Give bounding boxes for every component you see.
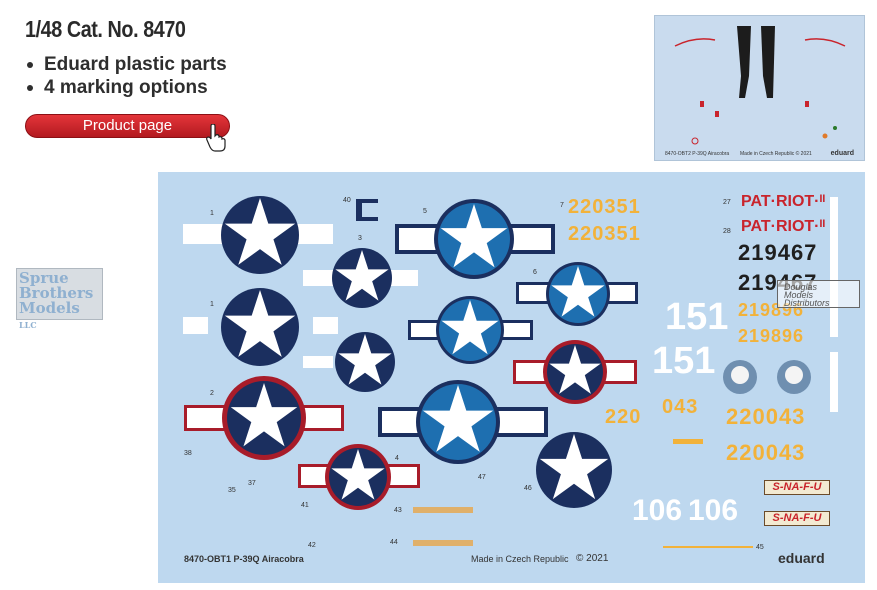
insignia-art <box>183 196 838 548</box>
watermark-line: Brothers <box>19 284 94 302</box>
bullet-icon <box>27 61 33 68</box>
white-number: 151 <box>665 296 729 338</box>
white-number: 106 <box>688 494 739 527</box>
white-number: 106 <box>632 494 683 527</box>
part-number: 2 <box>210 390 214 397</box>
thumbnail-art <box>674 26 846 145</box>
feature-item: Eduard plastic parts <box>25 53 227 76</box>
part-number: 40 <box>343 197 351 204</box>
serial-yellow: 220351 <box>568 223 641 245</box>
watermark-word: Models <box>19 299 80 317</box>
thumbnail-brand: eduard <box>830 150 854 157</box>
part-number: 35 <box>228 487 236 494</box>
serial-yellow: 220351 <box>568 196 641 218</box>
part-number: 28 <box>723 228 731 235</box>
part-number: 27 <box>723 199 731 206</box>
page-title: 1/48 Cat. No. 8470 <box>25 16 186 42</box>
part-number: 43 <box>394 507 402 514</box>
sheet-code: 8470-OBT1 P-39Q Airacobra <box>184 554 304 564</box>
watermark-line: Distributors <box>784 298 830 308</box>
douglas-watermark: Douglas Models Distributors <box>777 280 860 308</box>
yellow-number: 220 <box>605 406 642 428</box>
part-number: 1 <box>210 210 214 217</box>
serial-yellow: 219896 <box>738 326 805 346</box>
sprue-brothers-watermark: Sprue Brothers Models LLC <box>16 268 103 330</box>
bullet-icon <box>27 84 33 91</box>
thumbnail-code: 8470-OBT2 P-39Q Airacobra <box>665 151 730 157</box>
decal-sheet: 220351 220351 PAT·RIOT·ᴵᴵ PAT·RIOT·ᴵᴵ 21… <box>158 172 865 583</box>
thumbnail-made: Made in Czech Republic © 2021 <box>740 151 812 157</box>
feature-list: Eduard plastic parts 4 marking options <box>25 53 227 99</box>
serial-yellow: 220043 <box>726 404 806 429</box>
feature-item: 4 marking options <box>25 76 227 99</box>
watermark-line: Models <box>784 290 814 300</box>
watermark-line: Douglas <box>784 282 818 292</box>
part-number: 37 <box>248 480 256 487</box>
feature-label: Eduard plastic parts <box>44 54 227 75</box>
part-number: 3 <box>358 235 362 242</box>
part-number: 44 <box>390 539 398 546</box>
sheet-brand: eduard <box>778 550 825 566</box>
snafu-label: S-NA-F-U <box>764 480 830 495</box>
decal-thumbnail[interactable]: 8470-OBT2 P-39Q Airacobra Made in Czech … <box>654 15 865 161</box>
pat-riot-label: PAT·RIOT·ᴵᴵ <box>741 193 826 210</box>
part-number: 1 <box>210 301 214 308</box>
product-page-button[interactable]: Product page <box>25 114 230 138</box>
part-number: 46 <box>524 485 532 492</box>
part-number: 47 <box>478 474 486 481</box>
watermark-line: Models LLC <box>19 301 100 333</box>
hand-cursor-icon <box>206 124 226 152</box>
part-number: 41 <box>301 502 309 509</box>
part-number: 4 <box>395 455 399 462</box>
part-number: 5 <box>423 208 427 215</box>
sheet-copyright: © 2021 <box>576 553 609 564</box>
yellow-number: 043 <box>662 396 699 418</box>
pat-riot-label: PAT·RIOT·ᴵᴵ <box>741 218 826 235</box>
part-number: 7 <box>560 202 564 209</box>
part-number: 6 <box>533 269 537 276</box>
serial-black: 219467 <box>738 240 818 265</box>
sheet-made: Made in Czech Republic <box>471 554 569 564</box>
part-number: 38 <box>184 450 192 457</box>
snafu-label: S-NA-F-U <box>764 511 830 526</box>
watermark-line: Sprue <box>19 269 69 287</box>
part-number: 42 <box>308 542 316 549</box>
feature-label: 4 marking options <box>44 77 208 98</box>
serial-yellow: 220043 <box>726 440 806 465</box>
white-number: 151 <box>652 340 716 382</box>
watermark-suffix: LLC <box>19 320 37 330</box>
part-number: 45 <box>756 544 764 551</box>
